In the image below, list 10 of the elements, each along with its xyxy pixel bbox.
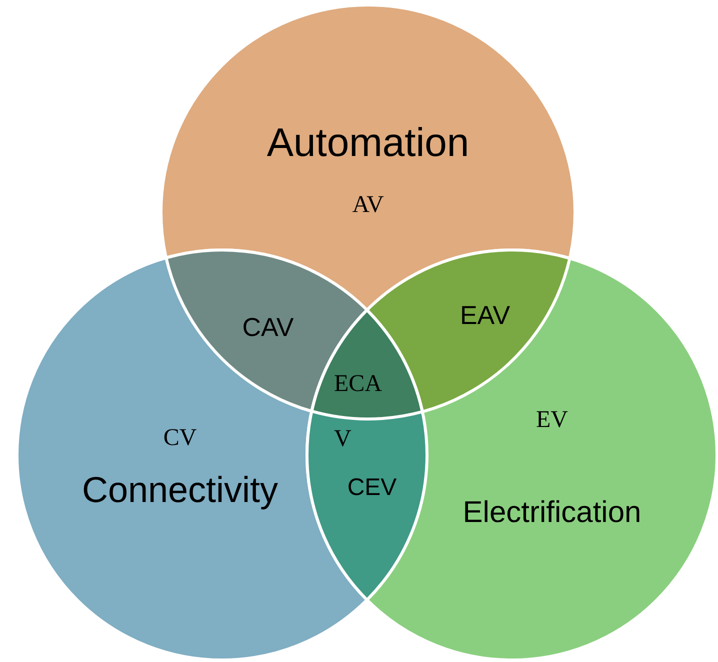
set-title: Connectivity (82, 472, 278, 508)
set-code: EV (536, 408, 568, 432)
set-code: AV (352, 193, 384, 217)
region-label: EAV (460, 302, 510, 328)
region-label: ECAV (334, 370, 383, 454)
set-title: Automation (266, 123, 470, 163)
region-label: CEV (347, 476, 397, 500)
set-title: Electrification (462, 498, 642, 528)
set-code: CV (163, 426, 197, 450)
region-label: CAV (242, 314, 294, 340)
